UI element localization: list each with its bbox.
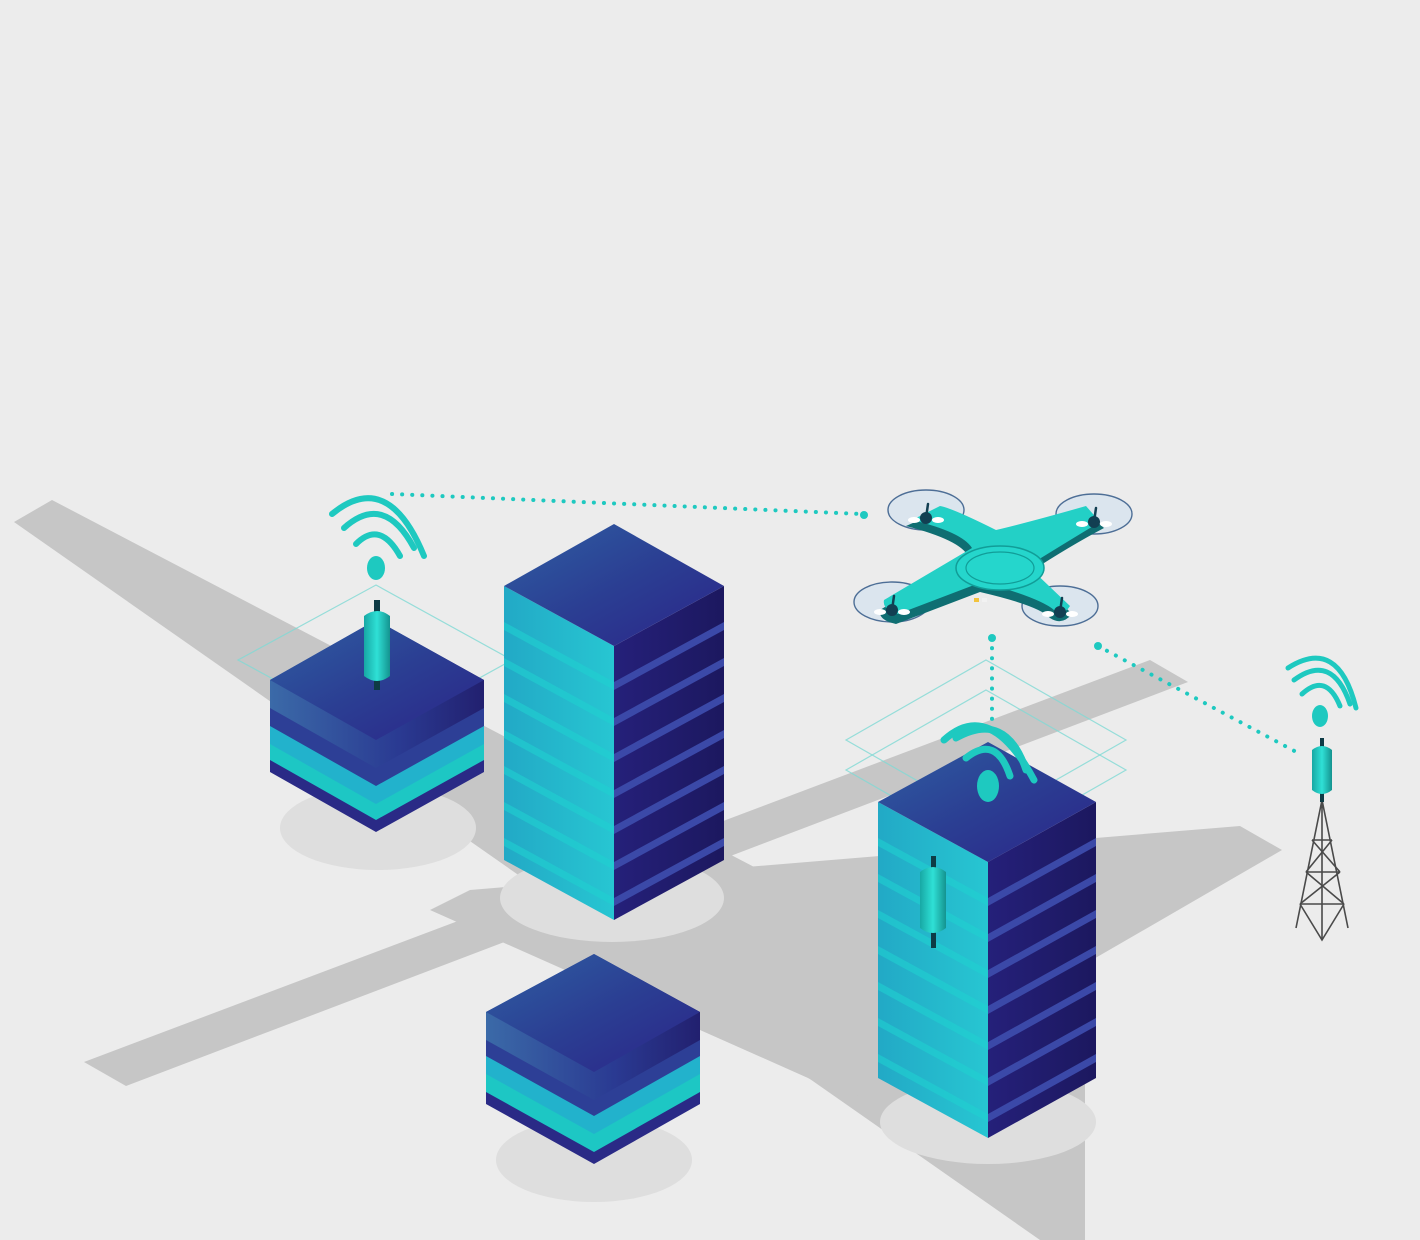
- small-building-antenna: [236, 584, 514, 832]
- quadcopter-drone: [853, 489, 1133, 627]
- antenna-icon: [920, 867, 946, 933]
- building-roof: [878, 742, 1096, 862]
- wifi-signals: [329, 495, 1359, 802]
- tall-building-left: [504, 524, 724, 920]
- wifi-icon: [329, 495, 427, 580]
- wifi-icon: [940, 722, 1038, 802]
- cell-tower: [1295, 738, 1349, 942]
- building-roof: [486, 954, 700, 1072]
- link-antenna-to-drone: [390, 492, 864, 516]
- link-drone-to-tower: [1096, 644, 1302, 756]
- tall-building-right: [844, 659, 1128, 1138]
- antenna-icon: [364, 611, 390, 681]
- tower-icon: [1312, 746, 1332, 794]
- wifi-icon: [1285, 655, 1359, 727]
- link-endpoints: [860, 511, 1102, 650]
- building-roof: [504, 524, 724, 646]
- data-links: [390, 492, 1302, 756]
- small-building-bottom: [486, 954, 700, 1164]
